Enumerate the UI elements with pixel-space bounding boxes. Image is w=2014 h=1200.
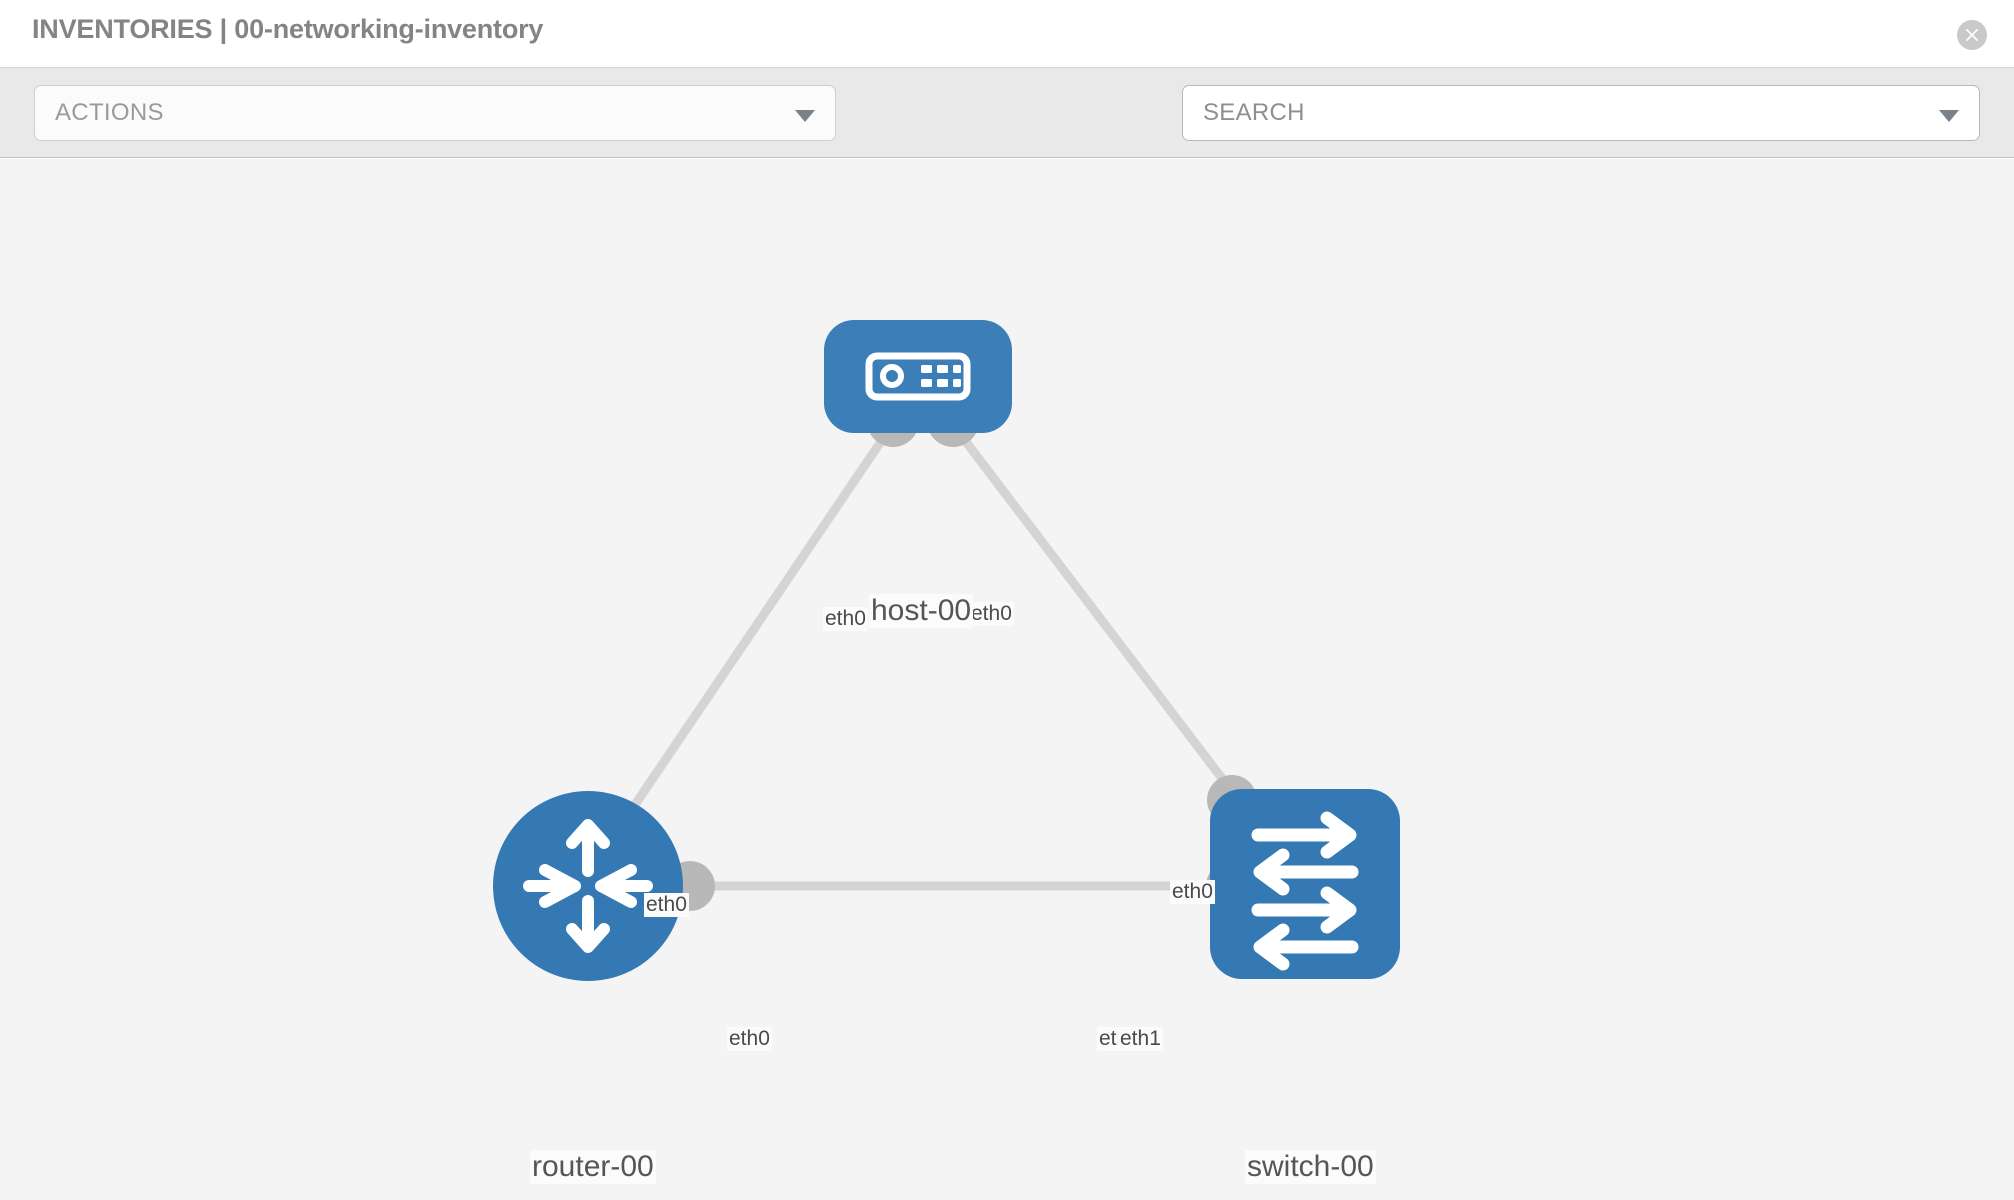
topology-ports <box>665 395 1257 911</box>
port-label: eth0 <box>727 1027 772 1051</box>
node-label-switch-00: switch-00 <box>1245 1150 1376 1184</box>
toolbar: ACTIONS SEARCH <box>0 68 2014 199</box>
actions-label: ACTIONS <box>55 99 164 126</box>
port-label: eth1 <box>1118 1027 1163 1051</box>
search-placeholder: SEARCH <box>1203 99 1305 126</box>
search-input[interactable]: SEARCH <box>1182 85 1980 141</box>
actions-dropdown[interactable]: ACTIONS <box>34 85 836 141</box>
chevron-down-icon <box>1939 110 1959 122</box>
port-label: eth0 <box>823 607 868 631</box>
page-title: INVENTORIES | 00-networking-inventory <box>32 14 544 44</box>
port-label: eth0 <box>644 893 689 917</box>
node-label-router-00: router-00 <box>530 1150 656 1184</box>
node-router-00[interactable] <box>493 791 683 981</box>
page-header: INVENTORIES | 00-networking-inventory <box>0 0 2014 68</box>
port-label: eth0 <box>969 602 1014 626</box>
link-host-router[interactable] <box>601 431 890 852</box>
topology-canvas[interactable]: eth0 eth0 eth0 eth0 eth0 eth eth1 host-0… <box>0 159 2014 1200</box>
link-host-switch[interactable] <box>956 431 1266 834</box>
close-icon[interactable] <box>1957 20 1987 50</box>
node-host-00[interactable] <box>824 320 1012 433</box>
chevron-down-icon <box>795 110 815 122</box>
node-label-host-00: host-00 <box>869 594 974 628</box>
node-switch-00[interactable] <box>1210 789 1400 979</box>
topology-graph <box>493 320 1400 981</box>
topology-links <box>601 431 1266 891</box>
port-label: eth0 <box>1170 880 1215 904</box>
